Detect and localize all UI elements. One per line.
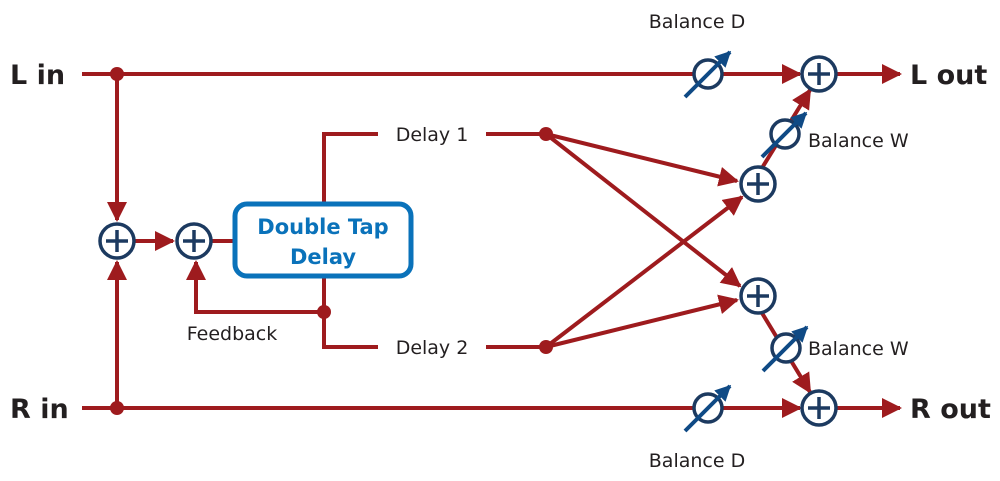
delay1-junction-dot (539, 127, 553, 141)
balance-w-bottom-label: Balance W (808, 338, 909, 360)
balance-w-top-arrow-icon (760, 111, 808, 159)
input-sum-node (98, 222, 136, 260)
feedback-junction-dot (317, 305, 331, 319)
delay1-label: Delay 1 (396, 124, 469, 146)
d1-to-right-sum-wire (544, 132, 742, 288)
r-out-label: R out (910, 394, 991, 425)
right-wet-sum-node (739, 277, 777, 315)
delay1-wire (322, 132, 378, 204)
l-junction-dot (110, 67, 124, 81)
feedback-wire (186, 260, 324, 314)
balance-d-bottom-arrow-icon (683, 384, 732, 433)
delay2-wire (322, 276, 378, 349)
balance-w-bottom-arrow-icon (761, 325, 809, 373)
balance-d-bottom-label: Balance D (649, 450, 745, 472)
feedback-label: Feedback (187, 323, 277, 345)
balance-d-top-arrow-icon (683, 50, 732, 99)
l-out-label: L out (910, 60, 987, 91)
d2-to-right-sum-wire (545, 294, 739, 349)
delay2-junction-dot (539, 340, 553, 354)
r-out-sum-node (800, 389, 838, 427)
double-tap-delay-block (232, 201, 414, 279)
r-in-label: R in (10, 394, 69, 425)
d1-to-left-sum-wire (545, 132, 739, 187)
left-wet-sum-node (739, 165, 777, 203)
r-junction-dot (110, 401, 124, 415)
balance-d-top-label: Balance D (649, 11, 745, 33)
balance-w-top-label: Balance W (808, 130, 909, 152)
d2-to-left-sum-wire (544, 195, 744, 349)
l-in-label: L in (10, 60, 65, 91)
feedback-sum-node (175, 222, 213, 260)
l-out-sum-node (800, 55, 838, 93)
block-title-line1: Double Tap (257, 215, 388, 239)
delay2-label: Delay 2 (396, 337, 469, 359)
block-title-line2: Delay (290, 245, 356, 269)
